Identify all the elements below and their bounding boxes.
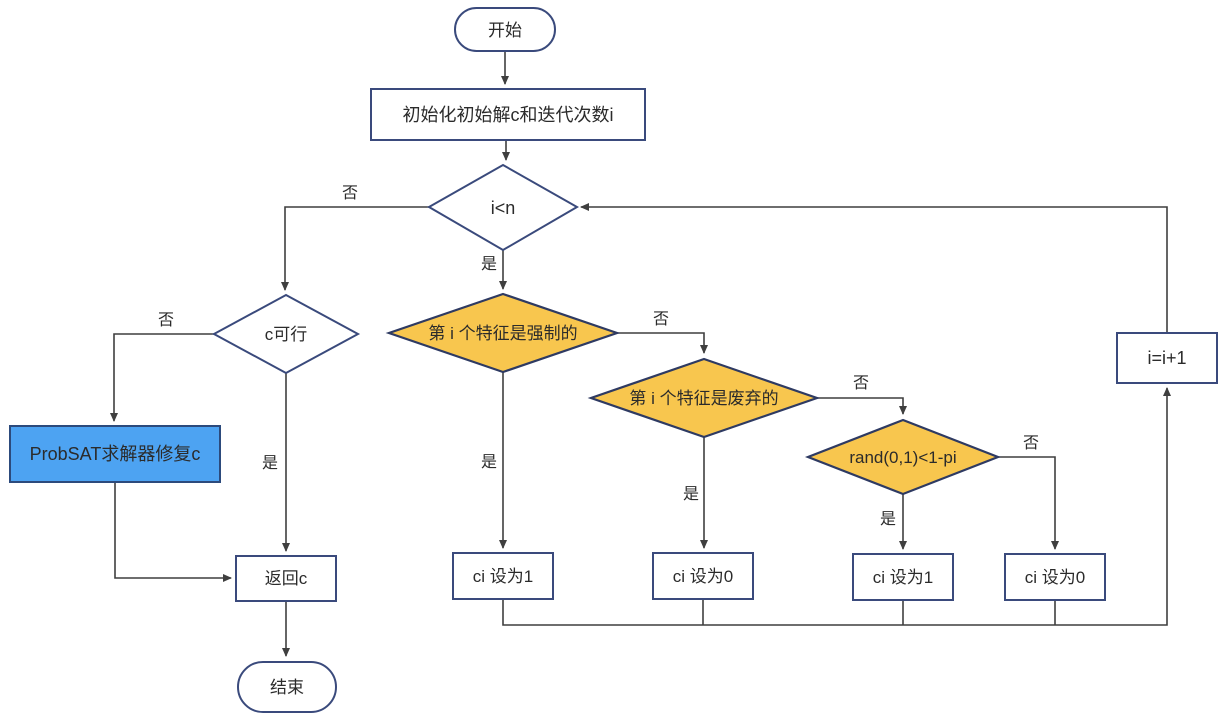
edge-probsat-return [114,482,232,582]
increment-rect [1116,332,1218,384]
edge-labels: 否 是 否 是 否 是 否 是 是 否 [158,185,1039,528]
feasible-check-label: c可行 [265,325,308,344]
end-label: 结束 [270,678,304,697]
edge-label-feasible-no: 否 [158,312,174,329]
start-stadium [454,7,556,52]
edge-increment-loopcheck [580,203,1168,333]
edge-label-loop-no: 否 [342,185,358,202]
return-c-rect [235,555,337,602]
edge-loop-no [281,206,429,291]
probsat-rect [9,425,221,483]
increment-label: i=i+1 [1147,348,1186,368]
node-probsat-repair: ProbSAT求解器修复c [9,425,221,483]
edge-label-rand-yes: 是 [880,511,896,528]
set-zero-b-label: ci 设为0 [1025,568,1085,587]
dead-check-diamond [587,357,821,439]
node-set-one-b: ci 设为1 [852,553,954,601]
set-zero-a-label: ci 设为0 [673,567,733,586]
edge-feasible-no [110,333,214,422]
set-one-b-rect [852,553,954,601]
node-increment: i=i+1 [1116,332,1218,384]
edge-label-mandatory-yes: 是 [481,454,497,471]
loop-check-label: i<n [491,198,516,218]
end-stadium [237,661,337,713]
node-return-c: 返回c [235,555,337,602]
set-zero-a-rect [652,552,754,600]
edge-label-dead-no: 否 [853,375,869,392]
node-set-zero-a: ci 设为0 [652,552,754,600]
node-feasible-check: c可行 [211,293,361,375]
node-set-zero-b: ci 设为0 [1004,553,1106,601]
node-start: 开始 [454,7,556,52]
edge-rand-no [998,456,1059,550]
edge-mandatory-no [617,332,708,354]
loop-check-diamond [426,163,580,252]
node-dead-check: 第 i 个特征是废弃的 [587,357,821,439]
edge-label-mandatory-no: 否 [653,311,669,328]
mandatory-check-diamond [385,292,621,374]
init-label: 初始化初始解c和迭代次数i [403,105,614,125]
edges [110,51,1171,657]
node-rand-check: rand(0,1)<1-pi [804,418,1002,496]
edge-label-feasible-yes: 是 [262,455,278,472]
return-c-label: 返回c [265,569,308,588]
edge-dead-no [817,397,907,415]
set-one-a-label: ci 设为1 [473,567,533,586]
init-rect [370,88,646,141]
node-mandatory-check: 第 i 个特征是强制的 [385,292,621,374]
set-one-a-rect [452,552,554,600]
node-init: 初始化初始解c和迭代次数i [370,88,646,141]
node-loop-check: i<n [426,163,580,252]
probsat-label: ProbSAT求解器修复c [30,444,201,464]
set-one-b-label: ci 设为1 [873,568,933,587]
node-end: 结束 [237,661,337,713]
edge-label-loop-yes: 是 [481,256,497,273]
edge-collector-increment [502,387,1171,626]
mandatory-check-label: 第 i 个特征是强制的 [428,324,577,343]
dead-check-label: 第 i 个特征是废弃的 [629,389,778,408]
edge-label-dead-yes: 是 [683,486,699,503]
rand-check-label: rand(0,1)<1-pi [849,448,956,467]
edge-label-rand-no: 否 [1023,435,1039,452]
set-zero-b-rect [1004,553,1106,601]
node-set-one-a: ci 设为1 [452,552,554,600]
feasible-check-diamond [211,293,361,375]
start-label: 开始 [488,21,522,40]
rand-check-diamond [804,418,1002,496]
